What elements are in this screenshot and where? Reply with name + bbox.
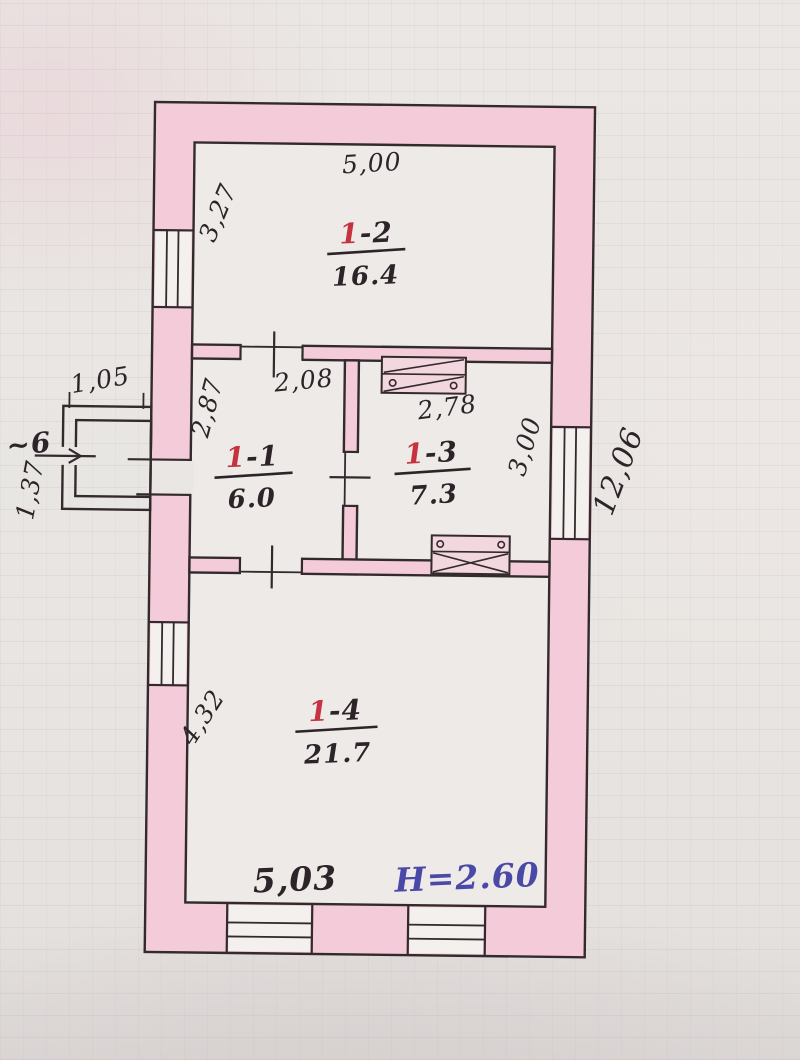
window-bottom-left [225,902,314,954]
dim-porch-width: 1,05 [68,361,132,399]
room-area-r14: 21.7 [302,738,371,771]
dim-porch-depth: 1,37 [10,458,50,522]
dim-r11-width: 2,08 [272,363,335,397]
window-right-r13 [549,425,592,541]
door-r11-r13 [329,450,371,508]
dim-side-length: 12,06 [586,423,651,520]
entrance-arrow [34,448,96,464]
door-tick [272,331,276,378]
door-tick [329,476,371,479]
door-r11-r14 [238,545,304,589]
fraction-bar-r11 [214,471,293,480]
entrance-label: ~6 [5,426,53,463]
room-label-r12: 1-2 [339,216,394,251]
door-openings [127,331,371,589]
dim-top-width: 5,00 [341,147,402,179]
door-r12-r11 [239,331,304,378]
ceiling-height-note: H=2.60 [393,855,541,900]
porch [34,391,153,512]
exterior-walls [143,100,597,959]
door-porch-r11 [127,458,194,497]
room-area-r12: 16.4 [331,260,399,293]
fraction-bar-r14 [295,725,378,734]
stove-upper [380,355,467,395]
room-area-r13: 7.3 [409,479,459,512]
window-left-r14 [147,620,189,687]
room-label-r14: 1-4 [308,693,363,728]
fraction-bar-r13 [394,467,471,476]
fraction-bar-r12 [327,247,406,256]
window-bottom-right [406,905,487,957]
dim-bottom-width: 5,03 [252,858,338,900]
door-tick [270,545,274,589]
room-label-r11: 1-1 [225,439,280,474]
room-area-r11: 6.0 [227,483,276,515]
room-label-r13: 1-3 [403,435,458,471]
stove-lower [430,534,511,576]
windows [147,228,592,957]
window-left-r12 [152,228,194,309]
